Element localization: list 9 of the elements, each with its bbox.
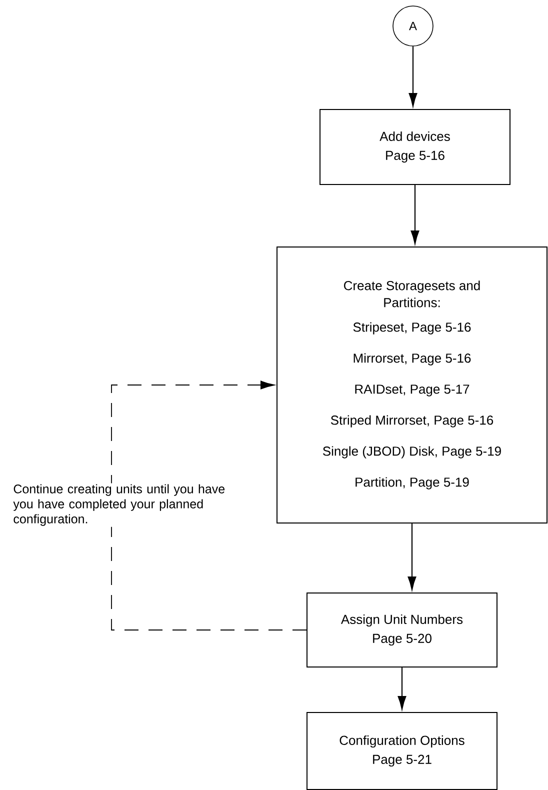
arrow	[410, 185, 420, 244]
process-box: Add devices Page 5-16	[320, 109, 510, 185]
note-text: Continue creating units until you have you have completed your planned configuration.	[12, 483, 226, 527]
process-box: Assign Unit Numbers Page 5-20	[306, 592, 498, 668]
process-box: Configuration Options Page 5-21	[306, 712, 498, 790]
process-box: Create Storagesets and Partitions: Stripeset, Page 5-16 Mirrorset, Page 5-16 RAIDset, Page 5-17 Striped Mirrorset, Page 5-16 Single (JBOD) Disk, Page 5-19 Partition, Page 5-19	[276, 246, 548, 524]
arrow	[408, 524, 416, 590]
arrow	[398, 668, 406, 710]
arrow	[408, 46, 418, 107]
